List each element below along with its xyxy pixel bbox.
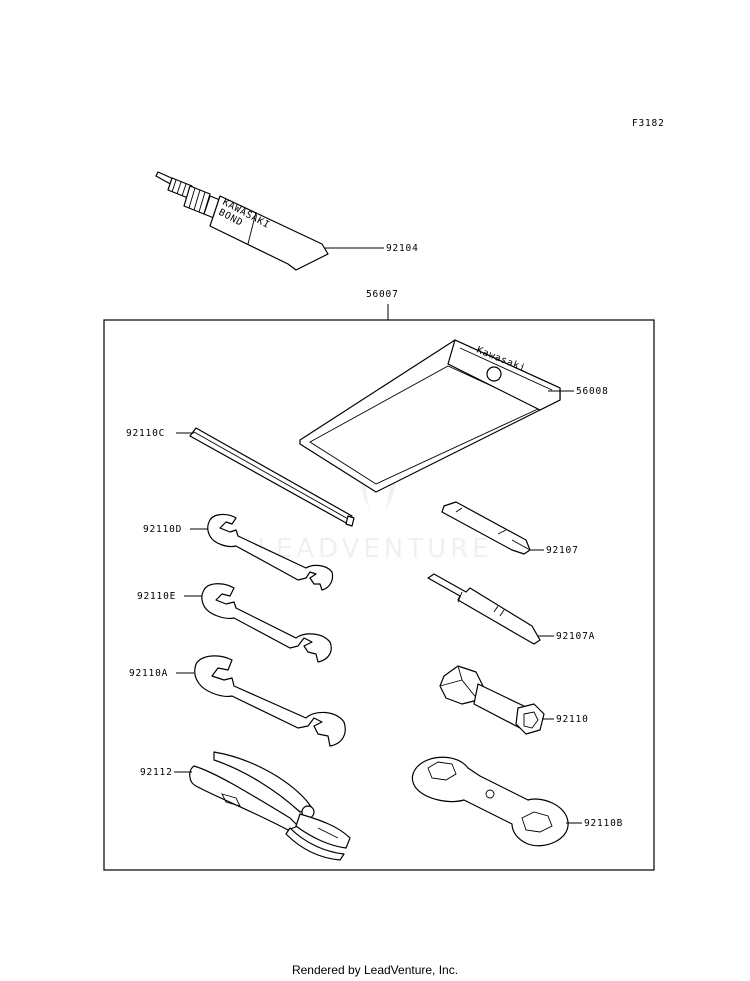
part-label-92110D: 92110D bbox=[143, 524, 182, 535]
part-label-92110A: 92110A bbox=[129, 668, 168, 679]
part-label-56007: 56007 bbox=[366, 289, 399, 300]
tool-pouch-illustration: Kawasaki bbox=[299, 339, 561, 493]
part-label-56008: 56008 bbox=[576, 386, 609, 397]
screwdriver-92107-illustration bbox=[441, 501, 531, 555]
watermark-text: LEADVENTURE bbox=[257, 534, 492, 564]
part-label-92110: 92110 bbox=[556, 714, 589, 725]
pliers-92112-illustration bbox=[189, 751, 351, 861]
part-label-92104: 92104 bbox=[386, 243, 419, 254]
part-label-92107A: 92107A bbox=[556, 631, 595, 642]
bond-tube-illustration: KAWASAKI BOND bbox=[155, 171, 329, 271]
part-label-92110B: 92110B bbox=[584, 818, 623, 829]
wrench-92110E-illustration bbox=[201, 583, 332, 663]
wrench-92110A-illustration bbox=[194, 655, 346, 747]
part-label-92112: 92112 bbox=[140, 767, 173, 778]
part-label-92110E: 92110E bbox=[137, 591, 176, 602]
ring-spanner-92110B-illustration bbox=[411, 756, 569, 847]
part-label-92107: 92107 bbox=[546, 545, 579, 556]
box-spanner-92110-illustration bbox=[439, 665, 545, 735]
footer-credit: Rendered by LeadVenture, Inc. bbox=[291, 963, 459, 977]
tool-kit-border bbox=[103, 319, 655, 871]
wrench-92110D-illustration bbox=[207, 513, 334, 591]
figure-code: F3182 bbox=[632, 118, 665, 129]
screwdriver-92107A-illustration bbox=[427, 573, 541, 645]
part-label-92110C: 92110C bbox=[126, 428, 165, 439]
